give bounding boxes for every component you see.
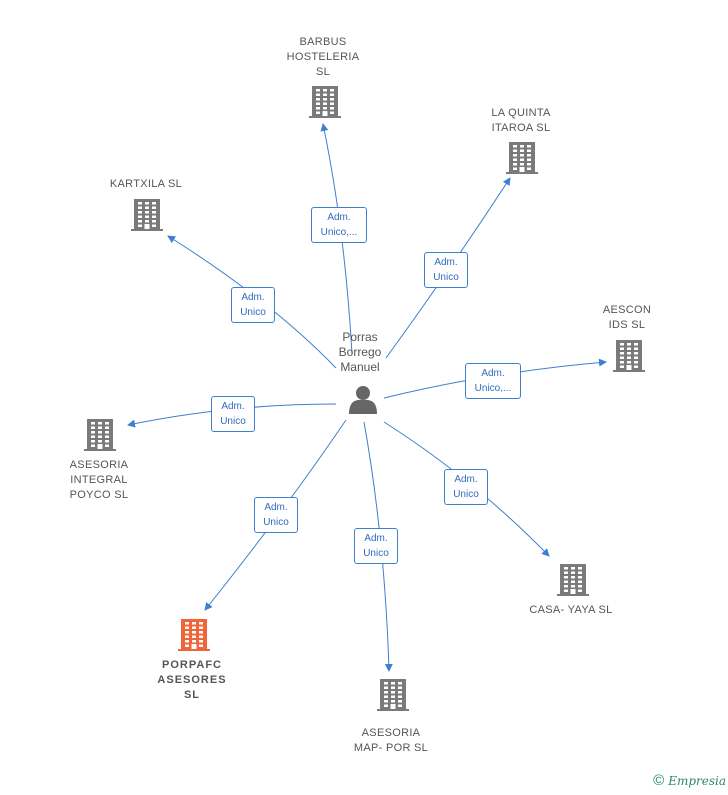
center-person-label[interactable]: Porras Borrego Manuel	[338, 330, 382, 374]
footer-brand: ©Empresia	[653, 772, 726, 789]
node-label-barbus[interactable]: BARBUS HOSTELERIA SL	[286, 35, 360, 78]
edge-label-asesoria_map[interactable]: Adm. Unico	[354, 528, 398, 564]
edge-label-asesoria_integral[interactable]: Adm. Unico	[211, 396, 255, 432]
building-icon-asesoria_map[interactable]	[377, 679, 409, 711]
building-icon-laquinta[interactable]	[506, 142, 538, 174]
edge-label-barbus[interactable]: Adm. Unico,...	[311, 207, 367, 243]
edge-label-casa_yaya[interactable]: Adm. Unico	[444, 469, 488, 505]
building-icon-asesoria_integral[interactable]	[84, 419, 116, 451]
node-label-porpafc[interactable]: PORPAFC ASESORES SL	[157, 658, 227, 701]
building-icon-porpafc[interactable]	[178, 619, 210, 651]
node-label-asesoria_integral[interactable]: ASESORIA INTEGRAL POYCO SL	[69, 458, 129, 501]
edge-label-aescon[interactable]: Adm. Unico,...	[465, 363, 521, 399]
edge-label-porpafc[interactable]: Adm. Unico	[254, 497, 298, 533]
brand-name: Empresia	[668, 774, 726, 788]
building-icon-casa_yaya[interactable]	[557, 564, 589, 596]
edge-label-laquinta[interactable]: Adm. Unico	[424, 252, 468, 288]
node-label-laquinta[interactable]: LA QUINTA ITAROA SL	[491, 107, 551, 134]
node-label-kartxila[interactable]: KARTXILA SL	[109, 177, 183, 190]
edge-label-kartxila[interactable]: Adm. Unico	[231, 287, 275, 323]
building-icon-aescon[interactable]	[613, 340, 645, 372]
person-icon[interactable]	[349, 386, 377, 414]
building-icon-kartxila[interactable]	[131, 199, 163, 231]
node-label-asesoria_map[interactable]: ASESORIA MAP- POR SL	[353, 727, 429, 754]
node-label-aescon[interactable]: AESCON IDS SL	[602, 304, 652, 331]
building-icon-barbus[interactable]	[309, 86, 341, 118]
copyright-symbol: ©	[653, 772, 665, 789]
node-label-casa_yaya[interactable]: CASA- YAYA SL	[529, 603, 613, 616]
